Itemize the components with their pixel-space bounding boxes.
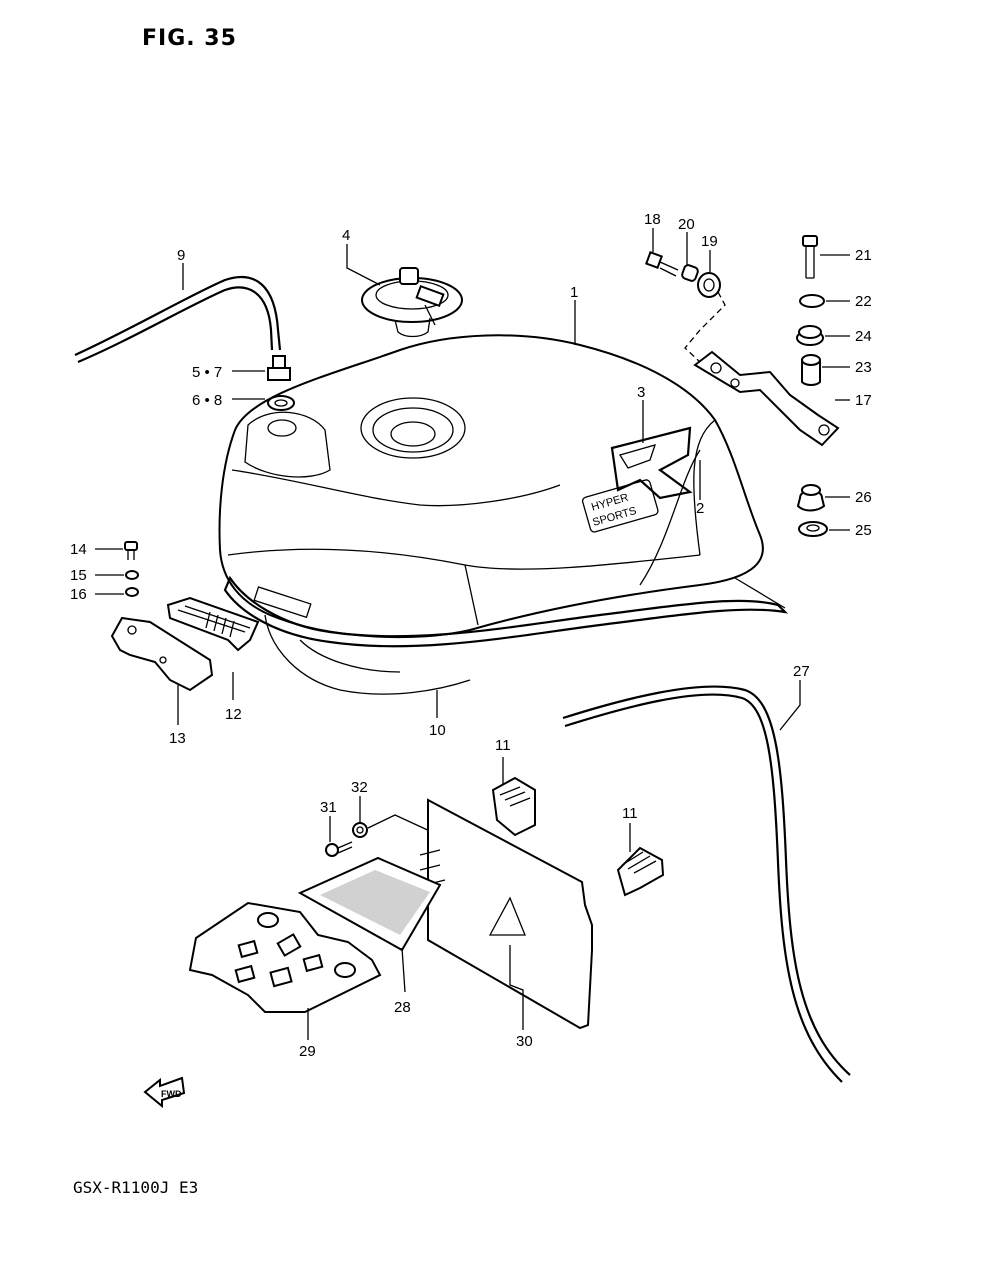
callout-32: 32 <box>351 779 368 796</box>
callout-14: 14 <box>70 541 87 558</box>
callout-27: 27 <box>793 663 810 680</box>
callout-22: 22 <box>855 293 872 310</box>
sheet-28 <box>297 856 442 952</box>
nut-15 <box>125 570 139 580</box>
figure-title: FIG. 35 <box>142 26 237 51</box>
callout-3: 3 <box>637 384 645 401</box>
cushion-12 <box>166 596 260 652</box>
shield-11a <box>491 776 536 837</box>
callout-31: 31 <box>320 799 337 816</box>
collar-23 <box>801 354 821 386</box>
callout-11a: 11 <box>495 737 511 754</box>
callout-25: 25 <box>855 522 872 539</box>
callout-28: 28 <box>394 999 411 1016</box>
callout-30: 30 <box>516 1033 533 1050</box>
breather-hose-9 <box>74 275 282 357</box>
callout-10: 10 <box>429 722 446 739</box>
bracket-13 <box>110 616 214 692</box>
plate-30 <box>427 798 593 1030</box>
callout-15: 15 <box>70 567 87 584</box>
bolt-21 <box>802 235 818 279</box>
callout-20: 20 <box>678 216 695 233</box>
forward-arrow-icon: FWD <box>143 1076 186 1109</box>
bolt-18 <box>645 251 679 277</box>
callout-12: 12 <box>225 706 242 723</box>
washer-22 <box>799 294 825 308</box>
fuel-cap <box>361 267 463 338</box>
fwd-label: FWD <box>161 1089 182 1099</box>
screw-31 <box>325 841 353 857</box>
tank-seal <box>223 575 789 648</box>
callout-13: 13 <box>169 730 186 747</box>
callout-6-8: 6 • 8 <box>192 392 222 409</box>
callout-16: 16 <box>70 586 87 603</box>
callout-21: 21 <box>855 247 872 264</box>
callout-11b: 11 <box>622 805 638 822</box>
collar-20 <box>681 264 699 282</box>
cushion-26 <box>796 484 826 512</box>
bolt-14 <box>124 541 138 560</box>
callout-19: 19 <box>701 233 718 250</box>
callout-29: 29 <box>299 1043 316 1060</box>
grommet-19 <box>697 272 721 298</box>
callout-23: 23 <box>855 359 872 376</box>
hose-27 <box>562 685 851 1076</box>
model-code: GSX-R1100J E3 <box>73 1178 199 1197</box>
washer-16 <box>125 587 139 597</box>
callout-9: 9 <box>177 247 185 264</box>
callout-5-7: 5 • 7 <box>192 364 222 381</box>
callout-18: 18 <box>644 211 661 228</box>
bracket-17 <box>693 350 840 447</box>
vent-fitting <box>267 355 295 411</box>
washer-25 <box>798 521 828 537</box>
callout-2: 2 <box>696 500 704 517</box>
plate-29 <box>188 901 382 1013</box>
callout-1: 1 <box>570 284 578 301</box>
callout-24: 24 <box>855 328 872 345</box>
fuel-tank: HYPER SPORTS <box>218 334 764 695</box>
shield-11b <box>616 846 665 897</box>
cushion-24 <box>796 325 824 346</box>
washer-32 <box>352 822 368 838</box>
callout-17: 17 <box>855 392 872 409</box>
callout-26: 26 <box>855 489 872 506</box>
callout-4: 4 <box>342 227 350 244</box>
